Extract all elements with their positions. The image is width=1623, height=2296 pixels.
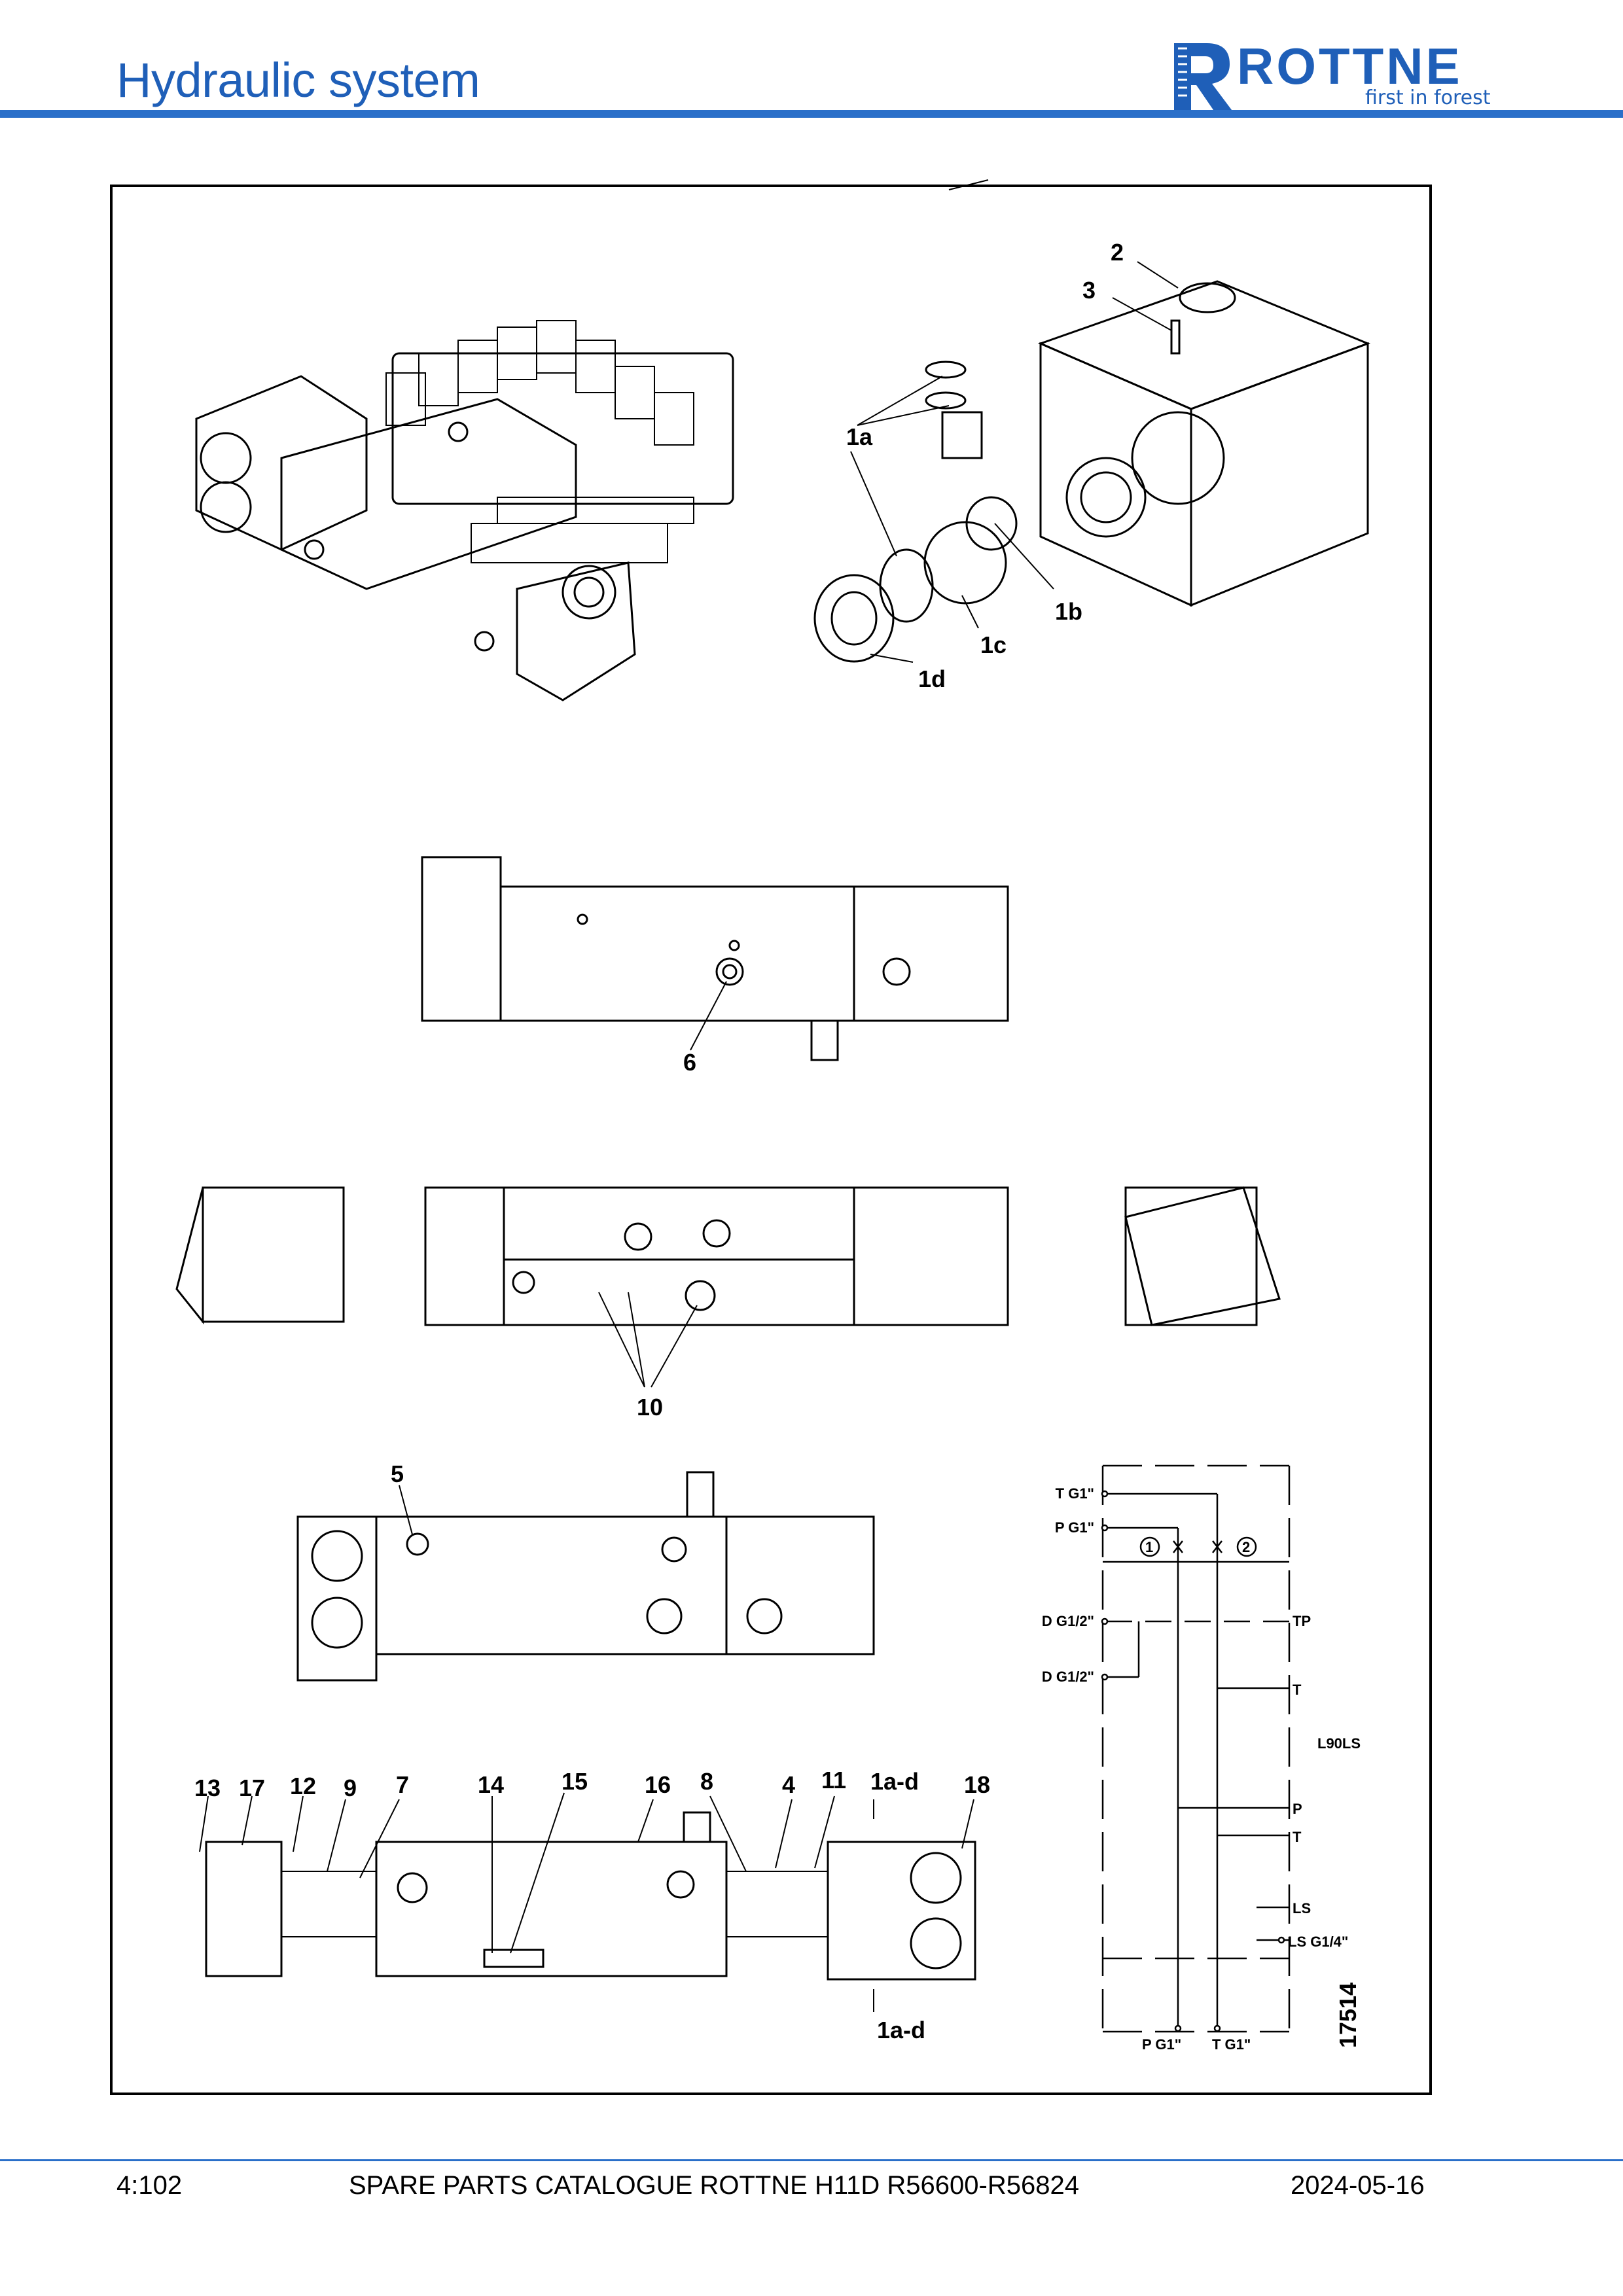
part-number-labels: 1a 1b 1c 1d 2 3 6 10 5 13 17 12 9 7 14 1…: [194, 239, 1124, 2043]
port-d-g1-2-lower: D G1/2": [1042, 1669, 1094, 1685]
page-title: Hydraulic system: [116, 53, 480, 107]
header-rule: [0, 110, 1623, 118]
hydraulic-schematic: [1101, 1464, 1291, 2033]
label-16: 16: [645, 1771, 671, 1798]
schematic-labels: T G1" P G1" D G1/2" D G1/2" TP T P T LS …: [1042, 1485, 1361, 2053]
port-bottom-p-g1: P G1": [1142, 2036, 1181, 2053]
port-t-lower: T: [1293, 1829, 1302, 1845]
ball-valve-block-exploded: [813, 179, 1371, 663]
label-1a-d-top: 1a-d: [870, 1768, 919, 1795]
label-14: 14: [478, 1771, 504, 1798]
section-mark-1: 1: [1145, 1539, 1153, 1555]
label-4: 4: [782, 1771, 795, 1798]
catalogue-date: 2024-05-16: [1291, 2171, 1425, 2200]
catalogue-title: SPARE PARTS CATALOGUE ROTTNE H11D R56600…: [349, 2171, 1079, 2200]
label-2: 2: [1111, 239, 1124, 266]
brand-tagline: first in forest: [1365, 86, 1491, 109]
port-p: P: [1293, 1801, 1302, 1817]
label-10: 10: [637, 1394, 663, 1421]
label-18: 18: [964, 1771, 990, 1798]
port-t-g1: T G1": [1056, 1485, 1094, 1502]
port-bottom-t-g1: T G1": [1212, 2036, 1251, 2053]
label-17: 17: [239, 1775, 265, 1801]
label-1b: 1b: [1055, 598, 1082, 625]
port-d-g1-2-upper: D G1/2": [1042, 1613, 1094, 1629]
rottne-r-emblem-icon: [1174, 43, 1232, 110]
figure-frame: [110, 185, 1432, 2095]
port-p-g1: P G1": [1055, 1519, 1094, 1536]
valve-assembly-iso-view: [195, 320, 734, 701]
footer-rule: [0, 2159, 1623, 2161]
label-13: 13: [194, 1775, 221, 1801]
port-t-upper: T: [1293, 1682, 1302, 1698]
valve-three-views: [175, 1186, 1281, 1388]
label-1a: 1a: [846, 423, 873, 450]
valve-side-view-top: [421, 856, 1009, 1061]
label-8: 8: [700, 1768, 713, 1795]
valve-exploded-bottom-view: [199, 1792, 976, 2012]
page-number: 4:102: [116, 2171, 183, 2200]
label-1a-d-bottom: 1a-d: [877, 2017, 925, 2043]
rottne-logo: ROTTNE first in forest: [1168, 37, 1521, 115]
valve-name: L90LS: [1317, 1735, 1361, 1752]
label-11: 11: [821, 1767, 846, 1793]
drawing-number: 17514: [1334, 1983, 1361, 2048]
port-ls-g1-4: LS G1/4": [1288, 1934, 1348, 1950]
label-15: 15: [562, 1768, 588, 1795]
port-ls: LS: [1293, 1900, 1311, 1916]
section-mark-2: 2: [1242, 1539, 1250, 1555]
label-3: 3: [1082, 277, 1096, 304]
label-9: 9: [344, 1775, 357, 1801]
brand-name: ROTTNE: [1237, 37, 1463, 95]
label-12: 12: [290, 1773, 316, 1799]
label-1d: 1d: [918, 665, 946, 692]
port-tp: TP: [1293, 1613, 1311, 1629]
valve-top-view: [296, 1471, 875, 1682]
label-1c: 1c: [980, 631, 1007, 658]
label-7: 7: [396, 1771, 409, 1798]
label-6: 6: [683, 1049, 696, 1076]
label-5: 5: [391, 1460, 404, 1487]
